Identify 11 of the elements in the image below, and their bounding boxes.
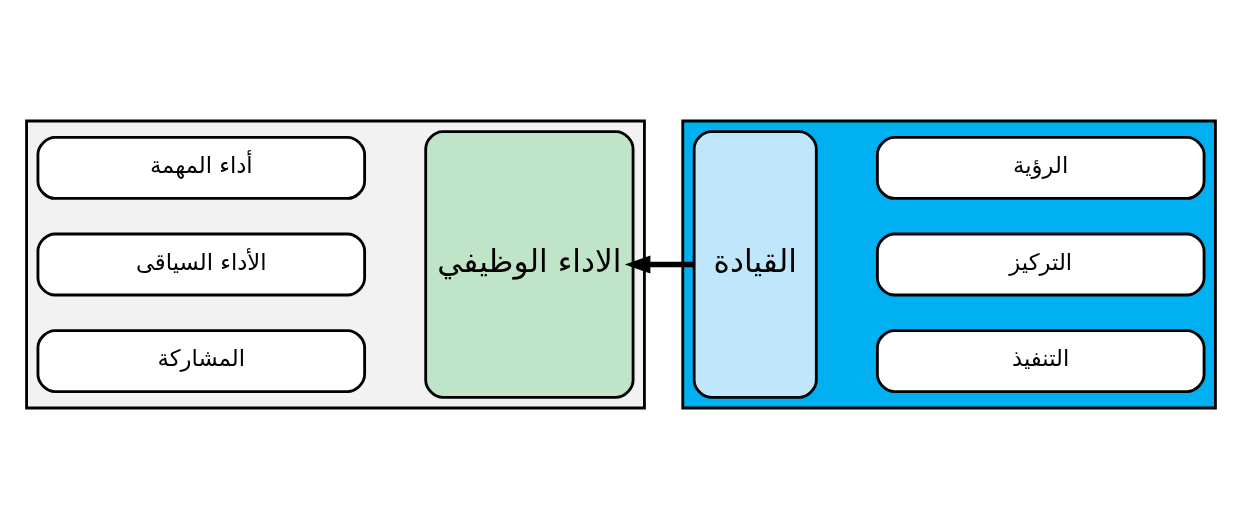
node-box: الرؤية: [875, 135, 1206, 200]
arrow: [624, 255, 695, 274]
node-box: القيادة: [692, 130, 818, 399]
cluster: [25, 119, 646, 410]
node-box: التنفيذ: [875, 329, 1206, 394]
cluster: [681, 119, 1217, 410]
node-box: أداء المهمة: [36, 135, 367, 200]
node-box: التركيز: [875, 232, 1206, 297]
node-box: المشاركة: [36, 329, 367, 394]
node-box: الأداء السياقى: [36, 232, 367, 297]
node-box: الاداء الوظيفي: [424, 130, 635, 399]
